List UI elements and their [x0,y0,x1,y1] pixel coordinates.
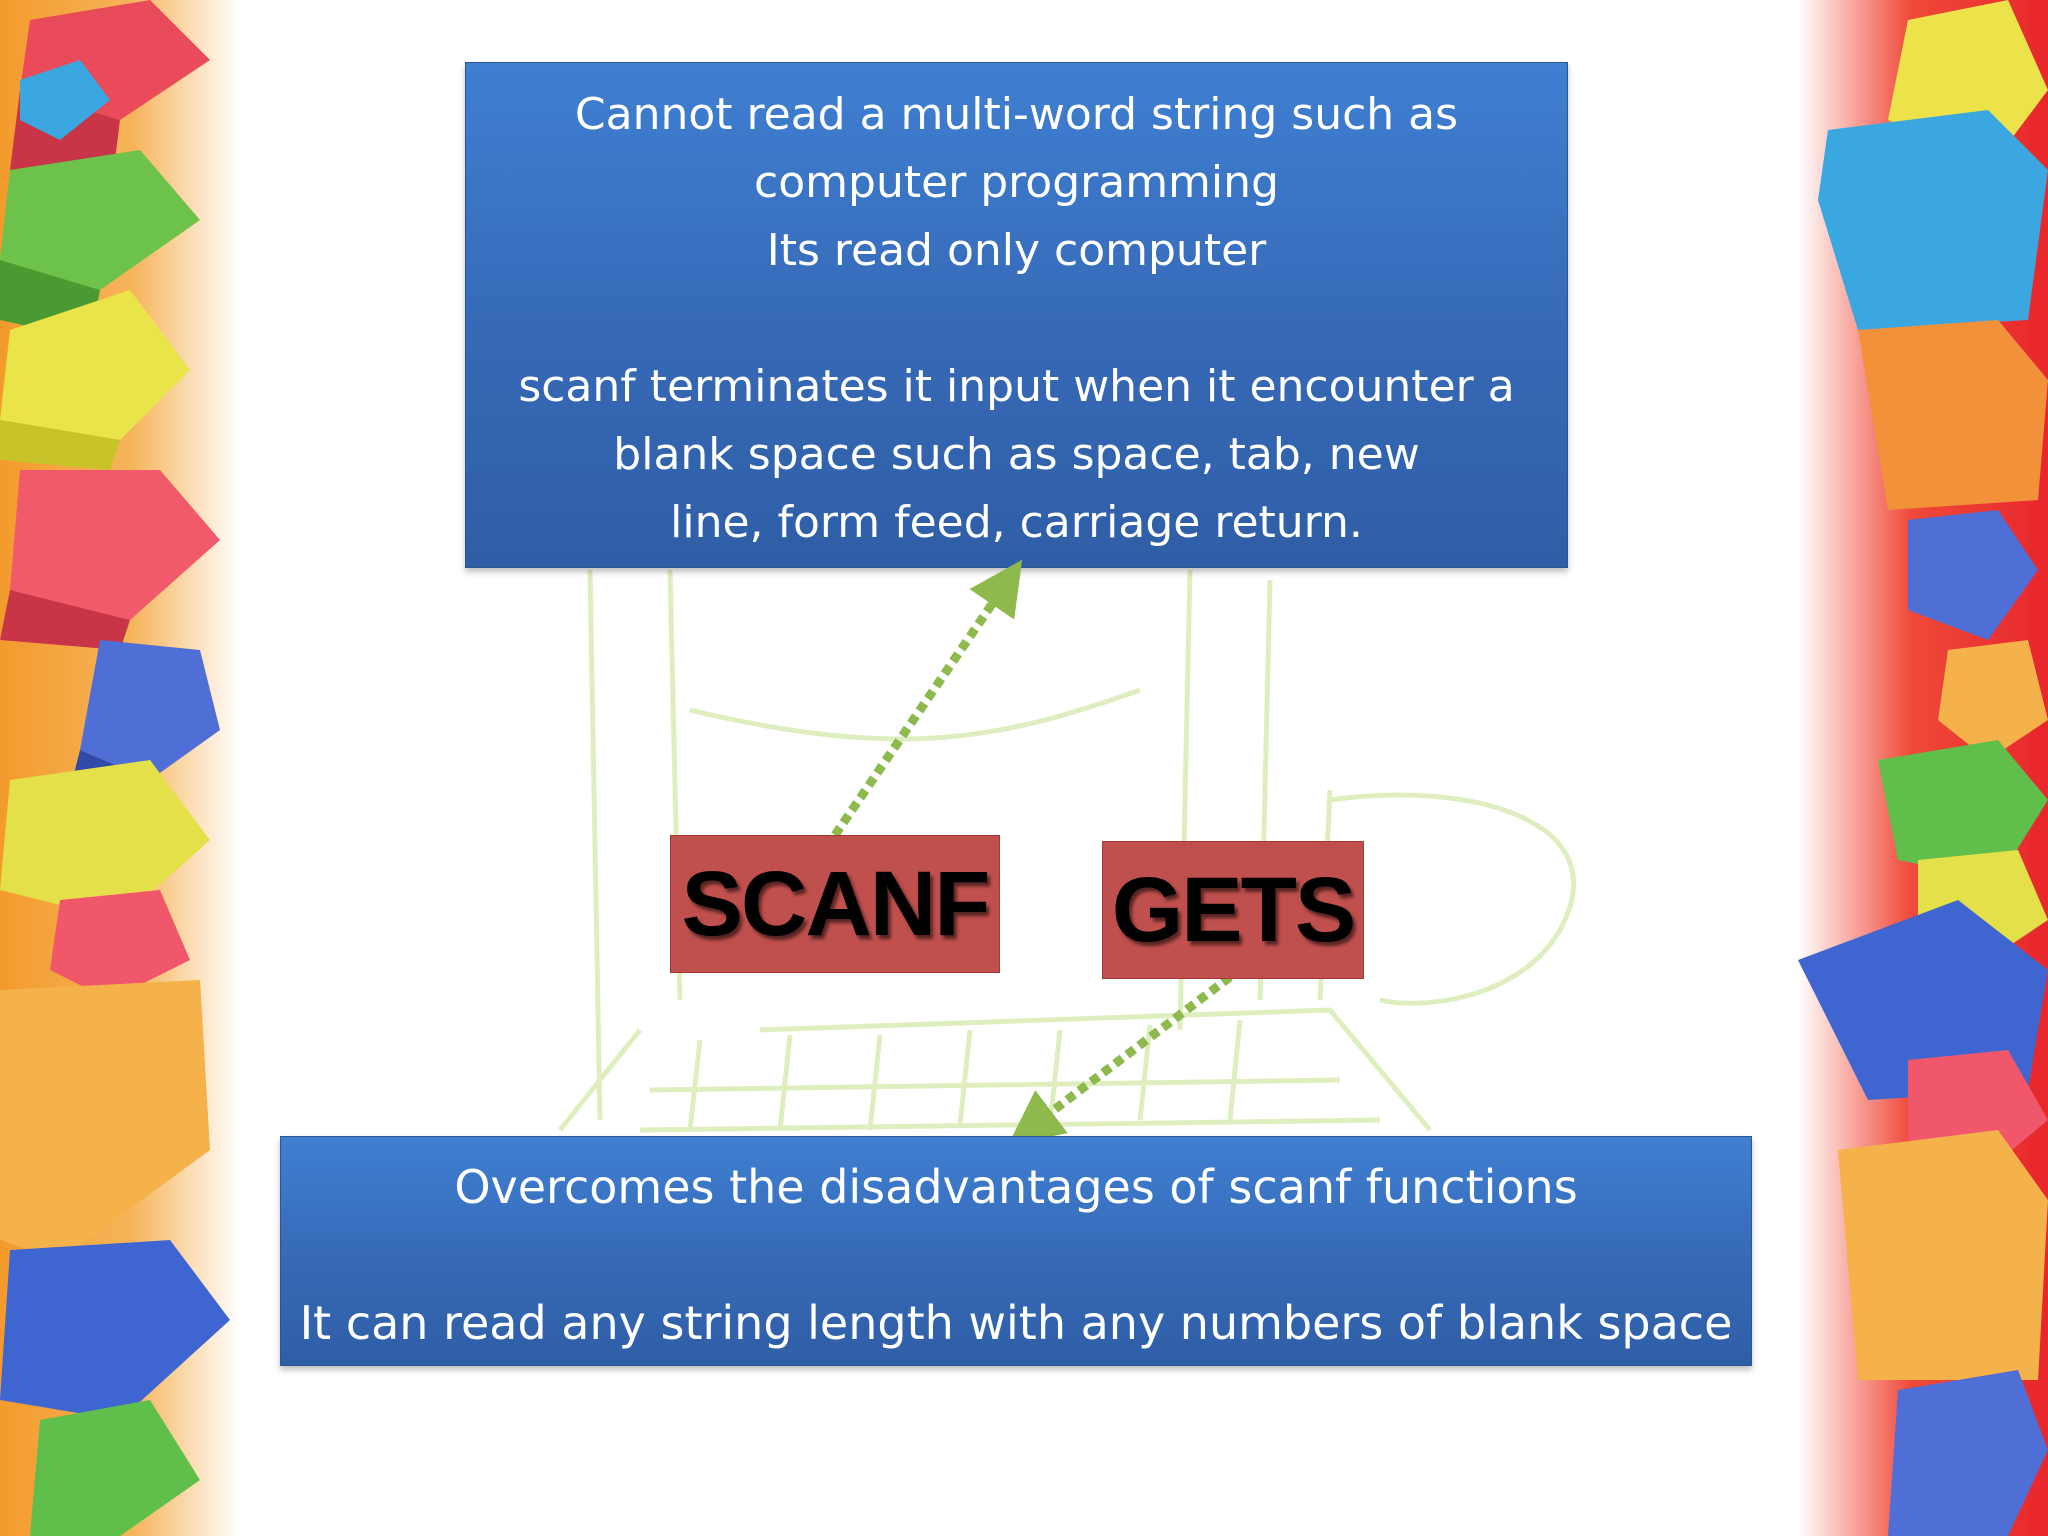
scanf-limitation-line: computer programming [754,157,1279,208]
left-cubes-decoration [0,0,230,1536]
right-cube-border [1798,0,2048,1536]
blank-line [466,285,1567,353]
left-cube-border [0,0,240,1536]
scanf-termination-line: scanf terminates it input when it encoun… [518,361,1515,412]
blank-line [281,1221,1751,1289]
scanf-label-box: SCANF [670,835,1000,973]
gets-advantages-box: Overcomes the disadvantages of scanf fun… [280,1136,1752,1366]
scanf-label: SCANF [681,852,991,955]
gets-label: GETS [1111,858,1356,961]
gets-advantage-line: Overcomes the disadvantages of scanf fun… [454,1160,1578,1214]
scanf-termination-line: line, form feed, carriage return. [670,497,1363,548]
gets-advantage-line: It can read any string length with any n… [299,1296,1733,1350]
scanf-limitations-box: Cannot read a multi-word string such as … [465,62,1568,568]
scanf-limitation-line: Cannot read a multi-word string such as [574,89,1459,140]
right-cubes-decoration [1798,0,2048,1536]
scanf-limitation-line: Its read only computer [766,225,1267,276]
gets-label-box: GETS [1102,841,1364,979]
scanf-termination-line: blank space such as space, tab, new [613,429,1420,480]
